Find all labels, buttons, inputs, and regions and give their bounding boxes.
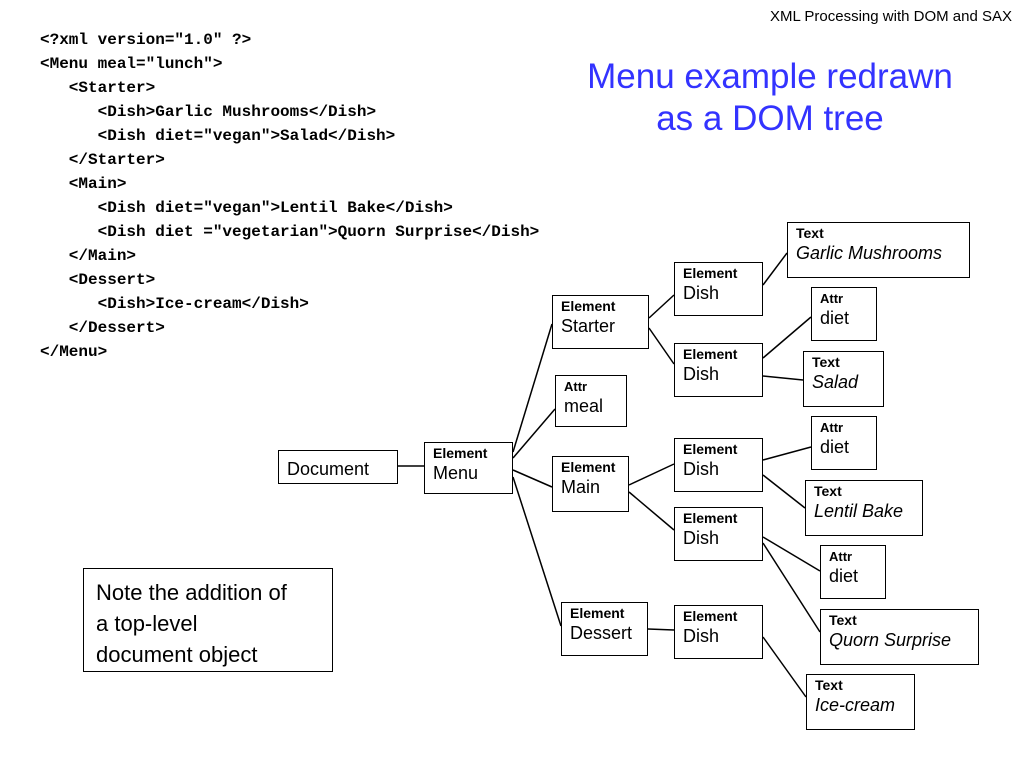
edge-main-dish4 [628,491,675,531]
node-text-garlic-mushrooms: Text Garlic Mushrooms [787,222,970,278]
edge-dish2-salad [762,375,804,381]
node-starter-label: Element [561,298,616,314]
node-text-lentil-bake-value: Lentil Bake [814,501,904,521]
node-text-quorn-surprise: Text Quorn Surprise [820,609,979,665]
note-line-2: a top-level [96,611,198,636]
code-line-8: <Dish diet="vegan">Lentil Bake</Dish> [40,199,453,217]
node-meal: Attr meal [555,375,627,427]
node-text-salad-label: Text [812,354,840,370]
edge-dish3-lentil [762,474,806,509]
edge-menu-main [512,469,553,488]
node-dish-4-value: Dish [683,528,720,548]
node-attr-diet-2: Attr diet [811,416,877,470]
node-text-salad: Text Salad [803,351,884,407]
edge-dish4-diet3 [762,536,821,572]
edge-dish3-diet2 [762,446,812,461]
note-box: Note the addition of a top-level documen… [83,568,333,672]
node-dish-1: Element Dish [674,262,763,316]
node-attr-diet-2-label: Attr [820,420,844,435]
node-text-ice-cream-label: Text [815,677,843,693]
node-dish-3-label: Element [683,441,738,457]
code-line-14: </Menu> [40,343,108,361]
node-attr-diet-1: Attr diet [811,287,877,341]
code-line-11: <Dessert> [40,271,156,289]
node-document: Document [278,450,398,484]
edge-dessert-dish5 [647,628,675,631]
edge-dish1-garlic [762,252,788,286]
code-line-13: </Dessert> [40,319,165,337]
node-attr-diet-1-value: diet [820,308,850,328]
code-line-1: <?xml version="1.0" ?> [40,31,252,49]
code-line-2: <Menu meal="lunch"> [40,55,223,73]
code-line-7: <Main> [40,175,127,193]
node-dish-2-label: Element [683,346,738,362]
edge-starter-dish1 [648,294,675,319]
node-document-value: Document [287,459,370,479]
node-text-ice-cream: Text Ice-cream [806,674,915,730]
edge-menu-meal [512,408,556,459]
edge-menu-dessert [512,476,562,627]
node-main-value: Main [561,477,601,497]
edge-dish5-icecream [762,636,807,698]
node-dish-1-value: Dish [683,283,720,303]
node-dish-5-value: Dish [683,626,720,646]
node-attr-diet-3-value: diet [829,566,859,586]
node-main: Element Main [552,456,629,512]
edge-starter-dish2 [648,327,675,365]
node-dish-3: Element Dish [674,438,763,492]
node-menu-value: Menu [433,463,479,483]
code-line-4: <Dish>Garlic Mushrooms</Dish> [40,103,377,121]
node-attr-diet-1-label: Attr [820,291,844,306]
code-line-3: <Starter> [40,79,156,97]
edge-menu-starter [512,323,553,453]
node-dish-4-label: Element [683,510,738,526]
code-line-9: <Dish diet ="vegetarian">Quorn Surprise<… [40,223,540,241]
node-dish-5-label: Element [683,608,738,624]
node-dessert-value: Dessert [570,623,633,643]
node-dish-2-value: Dish [683,364,720,384]
note-line-1: Note the addition of [96,580,287,605]
node-attr-diet-2-value: diet [820,437,850,457]
edge-dish4-quorn [762,542,821,633]
node-text-garlic-mushrooms-label: Text [796,225,824,241]
node-menu: Element Menu [424,442,513,494]
xml-code-listing: <?xml version="1.0" ?> <Menu meal="lunch… [40,28,539,364]
node-dish-3-value: Dish [683,459,720,479]
code-line-6: </Starter> [40,151,165,169]
code-line-5: <Dish diet="vegan">Salad</Dish> [40,127,396,145]
node-text-salad-value: Salad [812,372,859,392]
node-meal-value: meal [564,396,604,416]
node-text-quorn-surprise-value: Quorn Surprise [829,630,952,650]
node-text-lentil-bake-label: Text [814,483,842,499]
node-text-lentil-bake: Text Lentil Bake [805,480,923,536]
node-menu-label: Element [433,445,488,461]
node-dessert-label: Element [570,605,625,621]
node-dish-4: Element Dish [674,507,763,561]
title-line-2: as a DOM tree [656,99,884,138]
slide-header: XML Processing with DOM and SAX [769,8,1012,25]
node-dish-2: Element Dish [674,343,763,397]
edge-dish2-diet1 [762,316,812,359]
title-line-1: Menu example redrawn [587,57,953,96]
node-dish-1-label: Element [683,265,738,281]
code-line-10: </Main> [40,247,137,265]
node-attr-diet-3-label: Attr [829,549,853,564]
node-attr-diet-3: Attr diet [820,545,886,599]
node-meal-label: Attr [564,379,588,394]
node-dish-5: Element Dish [674,605,763,659]
node-dessert: Element Dessert [561,602,648,656]
node-text-quorn-surprise-label: Text [829,612,857,628]
node-starter: Element Starter [552,295,649,349]
node-text-ice-cream-value: Ice-cream [815,695,896,715]
node-text-garlic-mushrooms-value: Garlic Mushrooms [796,243,943,263]
edge-main-dish3 [628,463,675,486]
node-starter-value: Starter [561,316,616,336]
note-line-3: document object [96,642,258,667]
node-main-label: Element [561,459,616,475]
slide-title: Menu example redrawn as a DOM tree [540,56,1000,140]
code-line-12: <Dish>Ice-cream</Dish> [40,295,309,313]
